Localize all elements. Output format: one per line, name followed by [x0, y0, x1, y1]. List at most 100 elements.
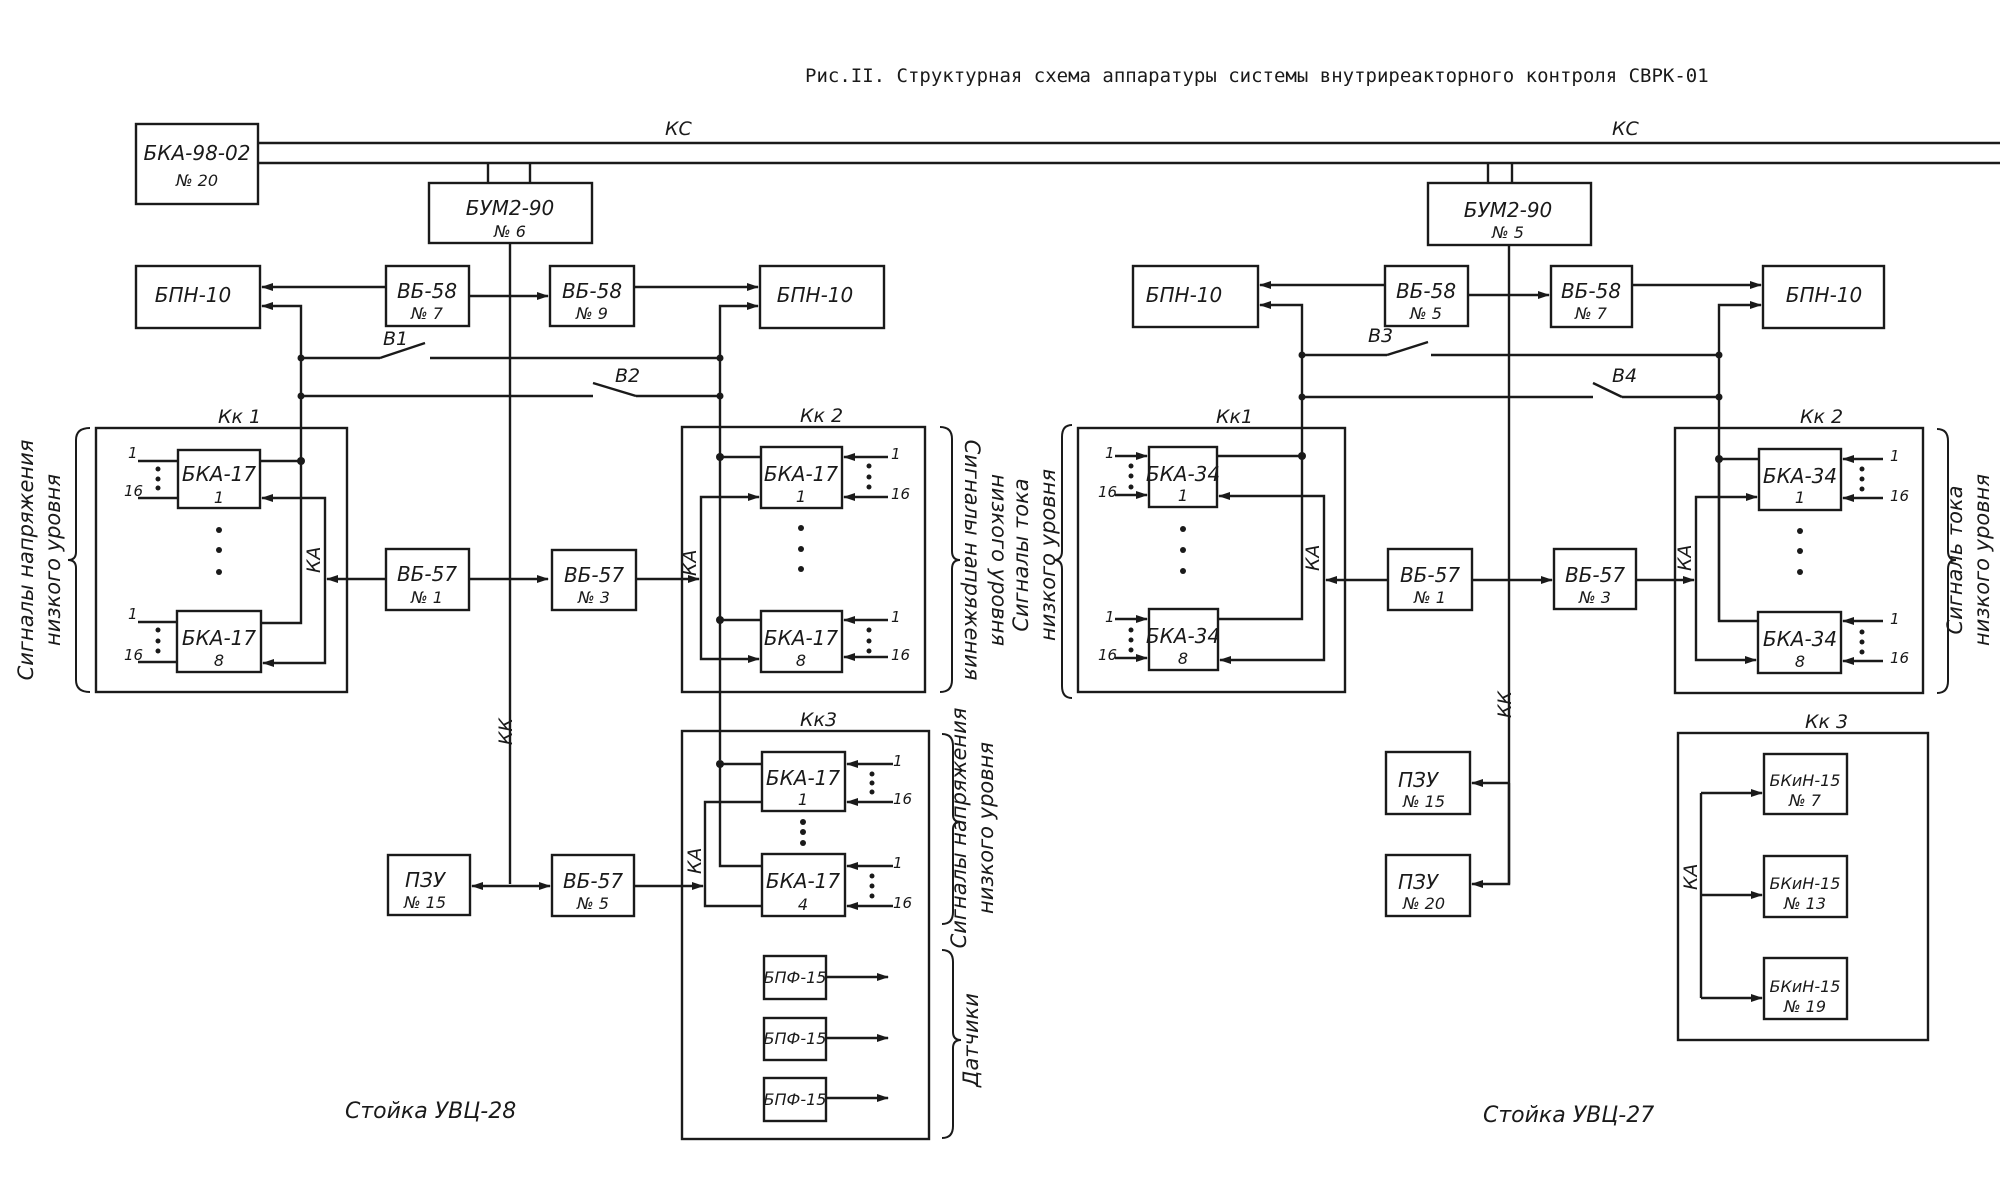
svg-text:16: 16 — [891, 485, 910, 503]
kk1-label: Кк 1 — [218, 406, 261, 428]
svg-text:БПН-10: БПН-10 — [1786, 283, 1862, 307]
bka-34-block: БКА-34 1 — [1146, 445, 1220, 509]
kk1-signal-label-1: Сигналы напряжения — [14, 440, 38, 681]
vb-57-no5: ВБ-57 № 5 — [550, 853, 636, 918]
svg-text:8: 8 — [796, 651, 806, 670]
vb-58-no7: ВБ-58 № 7 — [1549, 264, 1634, 329]
kk1-signal-label-2: низкого уровня — [1036, 469, 1060, 641]
svg-text:1: 1 — [214, 488, 224, 507]
bka-17-block: БКА-17 8 — [759, 609, 844, 674]
svg-text:№ 1: № 1 — [410, 588, 443, 607]
svg-text:1: 1 — [1890, 447, 1900, 465]
svg-text:БПФ-15: БПФ-15 — [764, 968, 827, 987]
bpn-10-left: БПН-10 — [134, 264, 262, 330]
svg-text:ВБ-58: ВБ-58 — [1396, 279, 1456, 303]
svg-text:№ 7: № 7 — [1574, 304, 1608, 323]
svg-text:БКиН-15: БКиН-15 — [1770, 771, 1841, 790]
svg-text:№ 7: № 7 — [410, 304, 444, 323]
svg-text:ПЗУ: ПЗУ — [1398, 870, 1440, 894]
svg-text:БУМ2-90: БУМ2-90 — [466, 196, 555, 220]
kk1-signal-label-1: Сигналы тока — [1009, 478, 1033, 631]
pzu-no20: ПЗУ № 20 — [1384, 853, 1472, 918]
svg-text:ПЗУ: ПЗУ — [1398, 768, 1440, 792]
svg-text:БКА-17: БКА-17 — [766, 869, 841, 893]
bka-34-block: БКА-34 8 — [1146, 607, 1220, 672]
svg-text:БПФ-15: БПФ-15 — [764, 1029, 827, 1048]
svg-text:1: 1 — [893, 854, 903, 872]
kk-label: КК — [495, 717, 517, 745]
kk2-signal-label-1: Сигналь тока — [1943, 485, 1967, 634]
vb-57-no1: ВБ-57 № 1 — [384, 547, 471, 612]
svg-text:БПФ-15: БПФ-15 — [764, 1090, 827, 1109]
svg-text:1: 1 — [1795, 488, 1805, 507]
ka-label: КА — [679, 550, 701, 577]
svg-text:№ 3: № 3 — [577, 588, 610, 607]
svg-text:1: 1 — [128, 444, 138, 462]
svg-text:№ 5: № 5 — [1491, 223, 1524, 242]
brace — [939, 426, 961, 693]
svg-text:8: 8 — [1178, 649, 1188, 668]
svg-text:БКА-34: БКА-34 — [1763, 464, 1837, 488]
svg-text:БПН-10: БПН-10 — [1146, 283, 1222, 307]
vb-57-no3: ВБ-57 № 3 — [1552, 547, 1638, 611]
svg-text:ВБ-57: ВБ-57 — [563, 869, 623, 893]
svg-text:ПЗУ: ПЗУ — [405, 868, 447, 892]
switch-b4-label: В4 — [1612, 365, 1637, 387]
svg-text:16: 16 — [1098, 646, 1117, 664]
svg-text:БКиН-15: БКиН-15 — [1770, 977, 1841, 996]
svg-text:БКА-34: БКА-34 — [1763, 627, 1837, 651]
bkin-15-block: БКиН-15 № 19 — [1762, 956, 1849, 1021]
kk1-label: Кк1 — [1216, 406, 1253, 428]
ka-label: КА — [1674, 545, 1696, 572]
kk3-signal-label-1: Сигналы напряжения — [947, 708, 971, 949]
bka-17-block: БКА-17 8 — [175, 609, 263, 674]
svg-text:ВБ-57: ВБ-57 — [397, 562, 457, 586]
block-name: БКА-98-02 — [144, 141, 251, 165]
svg-text:16: 16 — [1890, 649, 1909, 667]
svg-text:№ 1: № 1 — [1413, 588, 1446, 607]
kc-label-right: КС — [1612, 118, 1639, 140]
bkin-15-block: БКиН-15 № 7 — [1762, 752, 1849, 816]
svg-text:БКА-17: БКА-17 — [766, 766, 841, 790]
bpf-15-block: БПФ-15 — [762, 1016, 828, 1062]
svg-text:БПН-10: БПН-10 — [777, 283, 853, 307]
vb-58-no5: ВБ-58 № 5 — [1383, 264, 1470, 328]
svg-text:1: 1 — [796, 487, 806, 506]
switch-b1-label: В1 — [383, 328, 408, 350]
bum2-90-block: БУМ2-90 № 5 — [1426, 181, 1593, 247]
svg-text:1: 1 — [1105, 444, 1115, 462]
svg-text:ВБ-57: ВБ-57 — [564, 563, 624, 587]
brace — [941, 949, 962, 1139]
bka-34-block: БКА-34 8 — [1756, 610, 1843, 675]
bka-17-block: БКА-17 1 — [176, 448, 262, 510]
svg-text:ВБ-58: ВБ-58 — [562, 279, 622, 303]
bkin-15-block: БКиН-15 № 13 — [1762, 854, 1849, 919]
kc-label-left: КС — [665, 118, 692, 140]
figure-title: Рис.II. Структурная схема аппаратуры сис… — [805, 65, 1709, 87]
svg-text:ВБ-57: ВБ-57 — [1400, 563, 1460, 587]
svg-text:16: 16 — [124, 482, 143, 500]
svg-text:16: 16 — [1098, 483, 1117, 501]
svg-text:16: 16 — [891, 646, 910, 664]
bka-17-block: БКА-17 4 — [760, 852, 847, 918]
kk2-signal-label-2: низкого уровня — [987, 474, 1011, 646]
brace — [941, 733, 962, 925]
pzu-no15: ПЗУ № 15 — [1384, 750, 1472, 816]
svg-text:1: 1 — [128, 605, 138, 623]
svg-text:1: 1 — [1178, 486, 1188, 505]
svg-text:1: 1 — [1105, 608, 1115, 626]
bka-98-02-block: БКА-98-02 № 20 — [134, 122, 260, 206]
svg-text:1: 1 — [1890, 610, 1900, 628]
svg-text:1: 1 — [798, 790, 808, 809]
brace — [67, 427, 91, 693]
vb-58-no9: ВБ-58 № 9 — [548, 264, 636, 328]
right-rack: БУМ2-90 № 5 КК БПН-10 ВБ-58 № 5 ВБ-58 № … — [1009, 181, 1994, 1128]
svg-text:БУМ2-90: БУМ2-90 — [1464, 198, 1553, 222]
kk1-cabinet: Кк1 БКА-34 1 БКА-34 8 1 16 1 16 — [1076, 406, 1347, 694]
vb-57-no3: ВБ-57 № 3 — [550, 548, 638, 612]
sensors-label: Датчики — [959, 993, 983, 1088]
svg-text:№ 7: № 7 — [1788, 791, 1822, 810]
kk2-cabinet: Кк 2 БКА-17 1 БКА-17 8 1 16 1 16 — [679, 405, 927, 694]
svg-text:1: 1 — [891, 445, 901, 463]
svg-text:1: 1 — [893, 752, 903, 770]
